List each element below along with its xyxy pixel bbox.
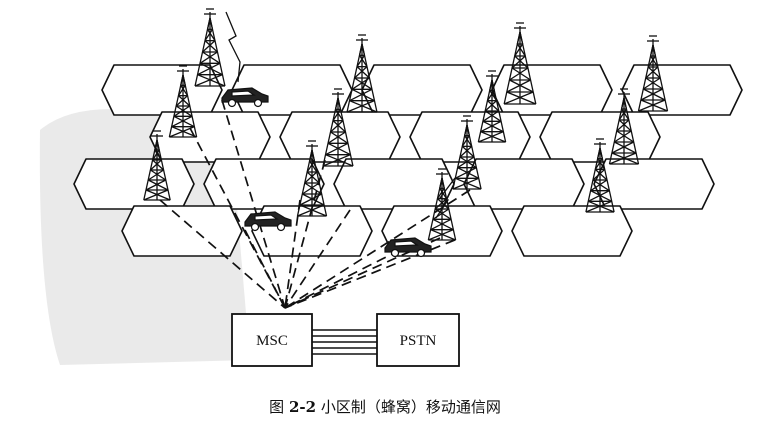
radio-link-line — [284, 249, 401, 309]
radio-link-line — [284, 159, 326, 309]
radio-link-line — [284, 199, 301, 309]
hex-cell — [593, 158, 715, 210]
trunk-lines — [312, 329, 377, 355]
radio-wave-icon — [435, 177, 456, 219]
base-station-tower-icon — [322, 88, 354, 167]
base-station-tower-icon — [585, 138, 615, 213]
car-icon — [221, 87, 269, 108]
base-station-tower-icon — [194, 8, 226, 87]
pstn-label: PSTN — [400, 333, 437, 349]
msc-box: MSC — [231, 313, 313, 367]
hex-cell — [101, 64, 223, 116]
hex-cell — [361, 64, 483, 116]
mobile-cars — [221, 87, 432, 258]
hex-cell — [463, 158, 585, 210]
base-station-tower-icon — [503, 22, 537, 105]
caption-number: 2-2 — [288, 398, 317, 416]
base-station-tower-icon — [168, 65, 198, 138]
caption-title: 小区制（蜂窝）移动通信网 — [320, 398, 501, 416]
base-station-tower-icon — [608, 88, 640, 165]
hex-cell — [121, 205, 243, 257]
radio-wave-signals — [225, 11, 456, 219]
caption-prefix: 图 — [269, 398, 285, 416]
radio-wave-icon — [225, 11, 241, 83]
base-station-tower-icon — [637, 35, 669, 112]
radio-link-line — [221, 99, 286, 309]
pstn-box: PSTN — [376, 313, 460, 367]
radio-link-line — [284, 239, 456, 309]
car-icon — [244, 211, 292, 232]
radio-link-line — [244, 229, 286, 309]
radio-link-line — [284, 237, 441, 309]
base-station-tower-icon — [296, 140, 328, 217]
msc-label: MSC — [256, 333, 288, 349]
radio-link-line — [284, 209, 351, 309]
car-icon — [384, 237, 432, 258]
base-station-tower-icon — [477, 70, 507, 143]
hex-cell — [73, 158, 195, 210]
base-stations — [143, 8, 669, 241]
hex-cell — [149, 111, 271, 163]
cellular-network-diagram: MSC PSTN — [39, 8, 743, 367]
radio-link-line — [284, 189, 471, 309]
hex-cell — [621, 64, 743, 116]
radio-link-line — [159, 199, 286, 309]
figure-caption: 图 2-2 小区制（蜂窝）移动通信网 — [0, 396, 770, 417]
hex-cell — [511, 205, 633, 257]
radio-links — [159, 99, 471, 309]
base-station-tower-icon — [346, 34, 378, 113]
base-station-tower-icon — [143, 130, 171, 201]
